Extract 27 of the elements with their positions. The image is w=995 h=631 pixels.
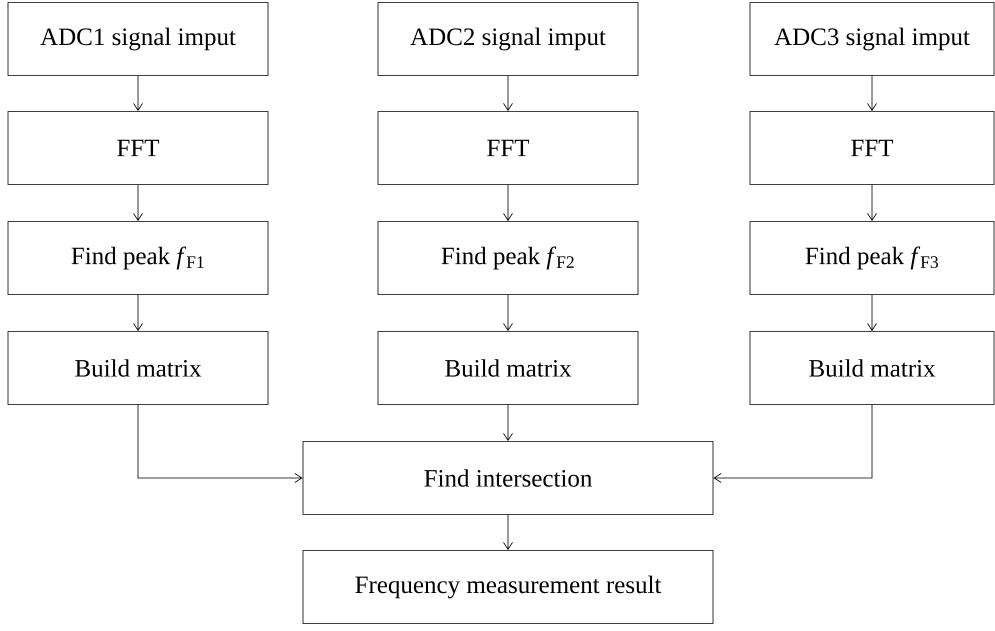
arrow <box>133 184 143 222</box>
process-box: ADC3 signal imput <box>750 2 994 76</box>
process-box: Build matrix <box>378 331 638 405</box>
arrow <box>713 404 872 483</box>
arrow <box>867 294 877 332</box>
process-box: Find peak f$_{F3}$ <box>750 221 994 295</box>
arrow <box>503 294 513 332</box>
process-box: Find intersection <box>302 441 714 515</box>
process-box: ADC1 signal imput <box>8 2 268 76</box>
arrow <box>867 76 877 112</box>
process-box: Find peak f$_{F1}$ <box>8 221 268 295</box>
process-box: FFT <box>8 111 268 185</box>
process-box: Find peak f$_{F2}$ <box>378 221 638 295</box>
arrow <box>133 76 143 112</box>
arrow <box>138 404 303 483</box>
process-box: FFT <box>750 111 994 185</box>
arrow <box>503 404 513 442</box>
process-box: Frequency measurement result <box>302 550 714 624</box>
process-box: Build matrix <box>8 331 268 405</box>
process-box: Build matrix <box>750 331 994 405</box>
arrow <box>133 294 143 332</box>
arrow <box>503 76 513 112</box>
arrow <box>503 184 513 222</box>
process-box: FFT <box>378 111 638 185</box>
arrow <box>867 184 877 222</box>
process-box: ADC2 signal imput <box>378 2 638 76</box>
arrow <box>503 514 513 550</box>
